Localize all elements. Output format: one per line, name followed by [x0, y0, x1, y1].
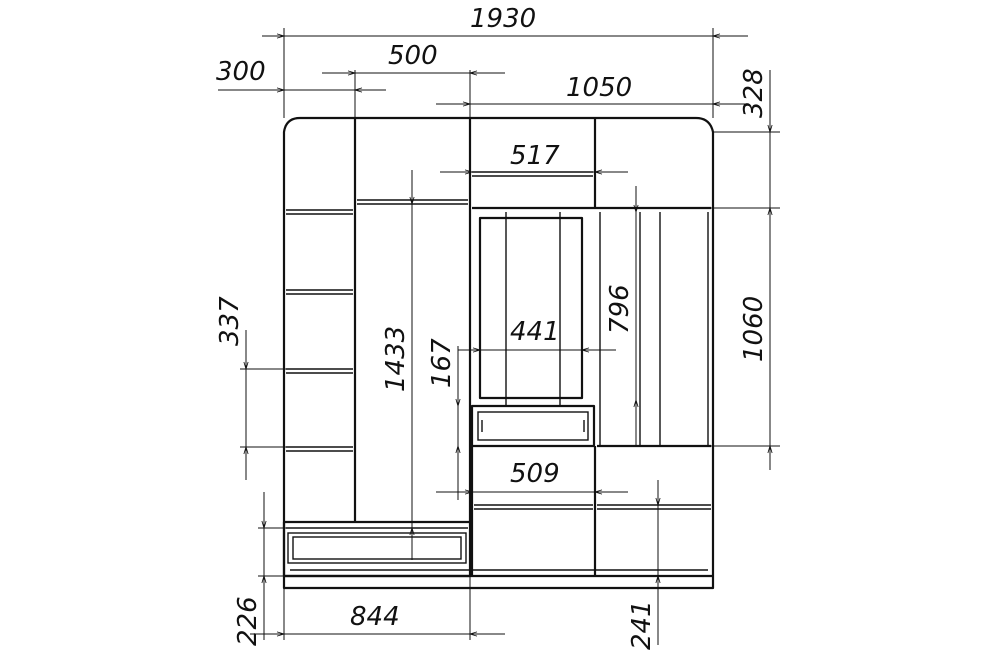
cabinet-outline	[282, 116, 715, 590]
bench-body	[282, 520, 472, 578]
label-drawer-height: 167	[427, 338, 457, 388]
label-overall-width: 1930	[470, 4, 536, 34]
label-bench-height: 226	[233, 596, 263, 646]
label-right-section: 1050	[566, 73, 632, 103]
dimension-lines	[218, 28, 780, 645]
wardrobe-section	[357, 118, 472, 522]
outer-frame	[282, 116, 715, 590]
label-lower-cabinet: 509	[510, 459, 560, 489]
mirror-frame	[478, 216, 584, 400]
label-lower-right: 241	[627, 600, 657, 650]
bench-drawer-inner	[292, 536, 462, 560]
label-bench-width: 844	[350, 602, 400, 632]
label-left-shelf: 300	[216, 57, 266, 87]
dimension-labels: 1930 300 500 1050 328 517 1060 796 441 3…	[215, 4, 769, 650]
bench	[282, 520, 472, 578]
bench-drawer	[287, 532, 467, 564]
label-wardrobe-door: 1433	[381, 326, 411, 392]
label-mirror-width: 441	[510, 317, 560, 347]
right-section	[597, 212, 711, 510]
label-top-niche: 517	[510, 141, 560, 171]
drawer-front	[477, 411, 589, 441]
label-right-panel: 1060	[739, 296, 769, 362]
label-wardrobe-width: 500	[388, 41, 438, 71]
label-shelf-pitch: 337	[215, 296, 245, 346]
label-mirror-height: 796	[605, 284, 635, 334]
central-section	[470, 118, 711, 576]
drawer-box	[470, 404, 596, 448]
label-top-right: 328	[739, 68, 769, 118]
left-shelf-unit	[286, 118, 357, 522]
